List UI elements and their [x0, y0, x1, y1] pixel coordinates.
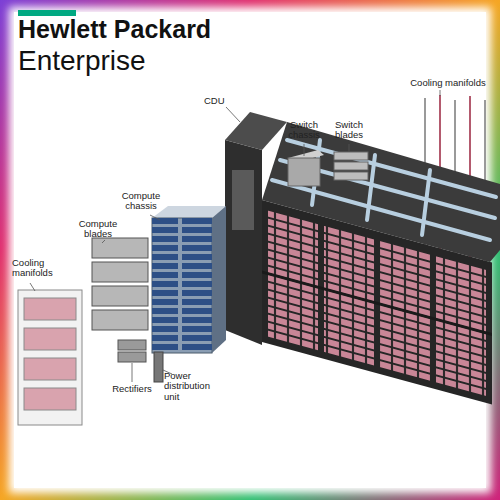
cooling-manifolds-left	[18, 290, 82, 425]
power-distribution-unit	[154, 352, 163, 382]
leader-line	[150, 215, 160, 220]
leader-line	[304, 144, 305, 156]
part-label: Cooling manifolds	[400, 78, 496, 88]
part-label: Switch chassis	[282, 120, 326, 141]
manifold-row	[24, 388, 76, 410]
leader-line	[102, 240, 105, 243]
compute-chassis	[152, 218, 212, 353]
manifold-row	[24, 328, 76, 350]
compute-chassis-slots	[152, 218, 212, 353]
leader-line	[226, 107, 240, 122]
part-label: Compute blades	[72, 219, 124, 240]
part-label: Power distribution unit	[164, 371, 226, 402]
switch-blade	[334, 152, 368, 160]
compute-blade	[92, 262, 148, 282]
part-label: Switch blades	[328, 120, 370, 141]
switch-chassis	[288, 158, 320, 186]
logo-bar	[18, 10, 76, 16]
leader-lines	[30, 90, 440, 382]
switch-blade	[334, 172, 368, 180]
cdu-front	[225, 140, 262, 345]
pipe	[422, 170, 430, 235]
cdu-panel	[232, 170, 254, 230]
compute-blade	[92, 238, 148, 258]
leader-line	[440, 90, 441, 96]
rectifier	[118, 352, 146, 362]
rectifier	[118, 340, 146, 350]
cdu-top	[225, 112, 287, 150]
part-label: CDU	[204, 96, 244, 106]
logo-text: Hewlett Packard	[18, 17, 278, 42]
logo-text: Enterprise	[18, 47, 278, 75]
manifold-frame	[18, 290, 82, 425]
compute-blade	[92, 286, 148, 306]
compute-blade	[92, 310, 148, 330]
compute-blades	[92, 238, 148, 330]
leader-line	[132, 363, 133, 382]
manifold-row	[24, 298, 76, 320]
cabinet-panel	[262, 200, 492, 405]
manifold-row	[24, 358, 76, 380]
leader-line	[349, 144, 350, 152]
part-label: Rectifiers	[104, 384, 160, 394]
compute-chassis-side	[212, 206, 226, 353]
leader-line	[30, 283, 35, 291]
part-label: Cooling manifolds	[12, 258, 70, 279]
switch-blade	[334, 162, 368, 170]
part-label: Compute chassis	[116, 191, 166, 212]
chassis-divider	[262, 272, 492, 335]
cabinet-front	[262, 200, 492, 405]
